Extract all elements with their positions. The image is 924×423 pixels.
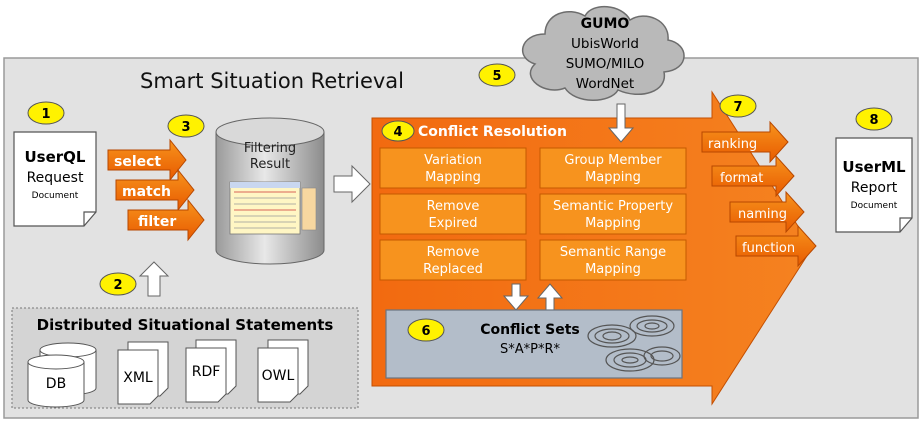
store-db: DB [46, 376, 66, 392]
userql-kind: Request [27, 170, 84, 186]
op-filter: filter [138, 214, 176, 230]
filtering-result-cylinder: Filtering Result [215, 117, 325, 265]
rdf-document: RDF [185, 339, 237, 403]
cell-semantic-property-mapping-l1: Semantic Property [553, 199, 673, 214]
badge-4: 4 [381, 120, 415, 142]
badge-6-label: 6 [421, 324, 430, 339]
output-op-arrows: ranking format naming function [701, 120, 817, 268]
op-naming: naming [738, 207, 787, 222]
badge-5: 5 [478, 63, 516, 87]
userml-doc: Document [851, 201, 898, 211]
conflict-sets-title: Conflict Sets [480, 322, 580, 338]
userql-document: UserQL Request Document [13, 131, 97, 227]
conflict-title: Conflict Resolution [418, 124, 567, 140]
result-table-thumbnail [229, 181, 317, 235]
gumo-line-2: SUMO/MILO [566, 56, 645, 72]
op-match: match [122, 184, 171, 200]
userql-doc: Document [32, 191, 79, 201]
xml-document: XML [117, 341, 169, 405]
badge-7: 7 [719, 94, 757, 118]
up-arrow-from-sets [536, 283, 564, 311]
cell-semantic-range-mapping-l1: Semantic Range [560, 245, 666, 260]
badge-1-label: 1 [41, 107, 50, 122]
db-cylinder: DB [27, 342, 97, 408]
distributed-up-arrow [138, 261, 170, 297]
store-rdf: RDF [192, 364, 221, 380]
cell-group-member-mapping-l1: Group Member [564, 153, 662, 168]
conflict-rings-image [587, 315, 681, 372]
conflict-cells: Variation Mapping Group Member Mapping R… [379, 147, 687, 281]
gumo-line-1: UbisWorld [571, 36, 639, 52]
cell-variation-mapping-l2: Mapping [425, 170, 481, 185]
op-function: function [742, 241, 795, 256]
distributed-title: Distributed Situational Statements [37, 316, 334, 334]
op-format: format [720, 171, 763, 186]
cell-remove-replaced [379, 239, 527, 281]
gumo-title: GUMO [581, 16, 630, 32]
cell-remove-replaced-l2: Replaced [423, 262, 483, 277]
diagram-title: Smart Situation Retrieval [140, 69, 404, 93]
gumo-cloud: GUMO UbisWorld SUMO/MILO WordNet [521, 6, 685, 101]
userql-name: UserQL [25, 148, 86, 166]
badge-1: 1 [27, 101, 65, 125]
cell-remove-expired-l2: Expired [428, 216, 477, 231]
down-arrow-to-sets [502, 283, 530, 311]
badge-7-label: 7 [733, 100, 742, 115]
cell-remove-expired-l1: Remove [427, 199, 480, 214]
op-ranking: ranking [708, 137, 757, 152]
conflict-sets-formula: S*A*P*R* [500, 342, 561, 357]
op-select: select [114, 154, 161, 170]
cell-semantic-range-mapping [539, 239, 687, 281]
store-xml: XML [123, 370, 153, 386]
badge-3: 3 [167, 114, 205, 138]
owl-document: OWL [257, 339, 309, 403]
badge-4-label: 4 [393, 125, 402, 140]
cell-group-member-mapping [539, 147, 687, 189]
gumo-line-3: WordNet [576, 76, 634, 92]
cell-semantic-range-mapping-l2: Mapping [585, 262, 641, 277]
badge-6: 6 [407, 318, 445, 342]
badge-8-label: 8 [869, 113, 878, 128]
cell-group-member-mapping-l2: Mapping [585, 170, 641, 185]
badge-8: 8 [855, 107, 893, 131]
cell-variation-mapping-l1: Variation [424, 153, 482, 168]
userml-kind: Report [851, 180, 898, 196]
cell-semantic-property-mapping-l2: Mapping [585, 216, 641, 231]
store-owl: OWL [262, 368, 295, 384]
userml-document: UserML Report Document [835, 137, 913, 233]
cell-remove-expired [379, 193, 527, 235]
badge-5-label: 5 [492, 69, 501, 84]
badge-3-label: 3 [181, 120, 190, 135]
gumo-down-arrow [607, 103, 635, 143]
cell-variation-mapping [379, 147, 527, 189]
badge-2-label: 2 [113, 278, 122, 293]
query-op-arrows: select match filter [107, 138, 205, 242]
cell-semantic-property-mapping [539, 193, 687, 235]
filtering-line-2: Result [250, 157, 290, 172]
filter-to-conflict-arrow [333, 164, 371, 204]
cell-remove-replaced-l1: Remove [427, 245, 480, 260]
filtering-line-1: Filtering [244, 141, 296, 156]
badge-2: 2 [99, 272, 137, 296]
userml-name: UserML [842, 158, 906, 176]
